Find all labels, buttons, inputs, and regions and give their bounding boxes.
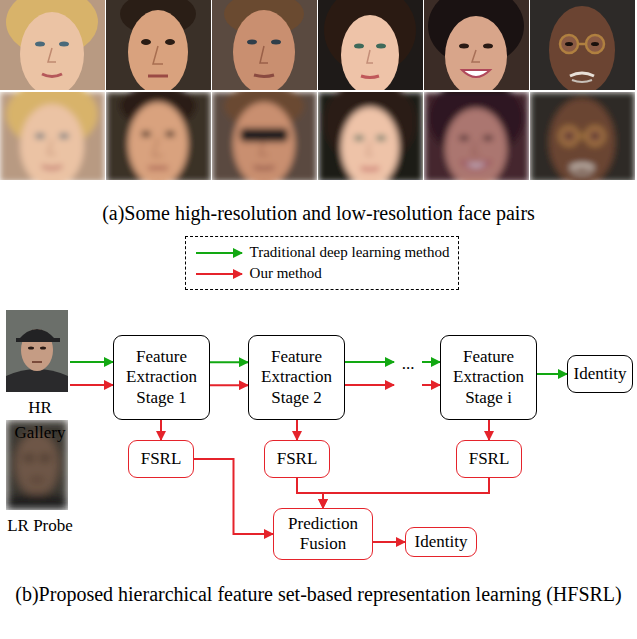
box-text: Identity bbox=[574, 364, 627, 384]
image-label: HR Gallery bbox=[1, 396, 79, 445]
arrow-connector bbox=[323, 478, 489, 508]
legend-row: Our method bbox=[194, 263, 450, 284]
legend-row: Traditional deep learning method bbox=[194, 242, 450, 263]
arrow-connector bbox=[194, 459, 273, 534]
box-text: FSRL bbox=[469, 449, 510, 469]
stage-arrow bbox=[422, 361, 440, 363]
fusion-box: Prediction Fusion bbox=[273, 508, 373, 560]
output-box: Identity bbox=[567, 355, 633, 393]
ellipsis: ... bbox=[396, 352, 420, 377]
lr-face-photo bbox=[318, 78, 423, 187]
figure-caption: (a)Some high-resolution and low-resoluti… bbox=[0, 199, 637, 228]
box-text: Feature Extraction Stage 1 bbox=[118, 347, 205, 408]
hr-face-photo bbox=[424, 0, 529, 96]
lr-face-photo bbox=[106, 84, 211, 186]
hr-face-photo bbox=[318, 0, 423, 95]
image-label: LR Probe bbox=[1, 514, 79, 539]
arrow-connector bbox=[160, 420, 162, 440]
lr-face-photo bbox=[530, 92, 635, 186]
input-arrow bbox=[70, 361, 113, 363]
lr-face-photo bbox=[212, 84, 317, 186]
arrow-connector bbox=[296, 420, 298, 440]
fsrl-box: FSRL bbox=[264, 440, 330, 478]
arrow-connector bbox=[373, 541, 405, 543]
box-text: Feature Extraction Stage i bbox=[445, 347, 532, 408]
arrow-connector bbox=[297, 478, 323, 508]
stage-arrow bbox=[345, 361, 394, 363]
lr-face-photo bbox=[0, 80, 105, 188]
box-text: Identity bbox=[415, 532, 468, 552]
legend-arrow-line bbox=[196, 273, 242, 275]
arrow-connector bbox=[488, 420, 490, 440]
box-text: Feature Extraction Stage 2 bbox=[253, 347, 340, 408]
hr-gallery-photo bbox=[6, 310, 68, 392]
arrow-connector bbox=[537, 373, 567, 375]
legend-arrow bbox=[194, 247, 244, 259]
legend-arrow bbox=[194, 268, 244, 280]
stage-box: Feature Extraction Stage 2 bbox=[248, 335, 345, 420]
hr-face-photo bbox=[0, 0, 105, 96]
box-text: FSRL bbox=[277, 449, 318, 469]
legend-text: Our method bbox=[250, 263, 322, 284]
legend-text: Traditional deep learning method bbox=[250, 242, 450, 263]
arrow-connector bbox=[210, 384, 248, 386]
hr-face-photo bbox=[530, 0, 635, 94]
hr-face-photo bbox=[212, 0, 317, 94]
stage-box: Feature Extraction Stage 1 bbox=[113, 335, 210, 420]
box-text: Prediction Fusion bbox=[278, 514, 368, 555]
lr-face-photo bbox=[424, 78, 529, 188]
legend-box: Traditional deep learning methodOur meth… bbox=[185, 236, 460, 290]
output-box: Identity bbox=[405, 527, 477, 557]
legend-arrow-line bbox=[196, 252, 242, 254]
stage-box: Feature Extraction Stage i bbox=[440, 335, 537, 420]
fsrl-box: FSRL bbox=[128, 440, 194, 478]
hr-face-photo bbox=[106, 0, 211, 94]
face-grid bbox=[0, 0, 635, 188]
stage-arrow bbox=[422, 384, 440, 386]
arrow-connector bbox=[210, 361, 248, 363]
box-text: FSRL bbox=[141, 449, 182, 469]
input-arrow bbox=[70, 384, 113, 386]
figure-caption: (b)Proposed hierarchical feature set-bas… bbox=[4, 580, 633, 609]
stage-arrow bbox=[345, 384, 394, 386]
fsrl-box: FSRL bbox=[456, 440, 522, 478]
